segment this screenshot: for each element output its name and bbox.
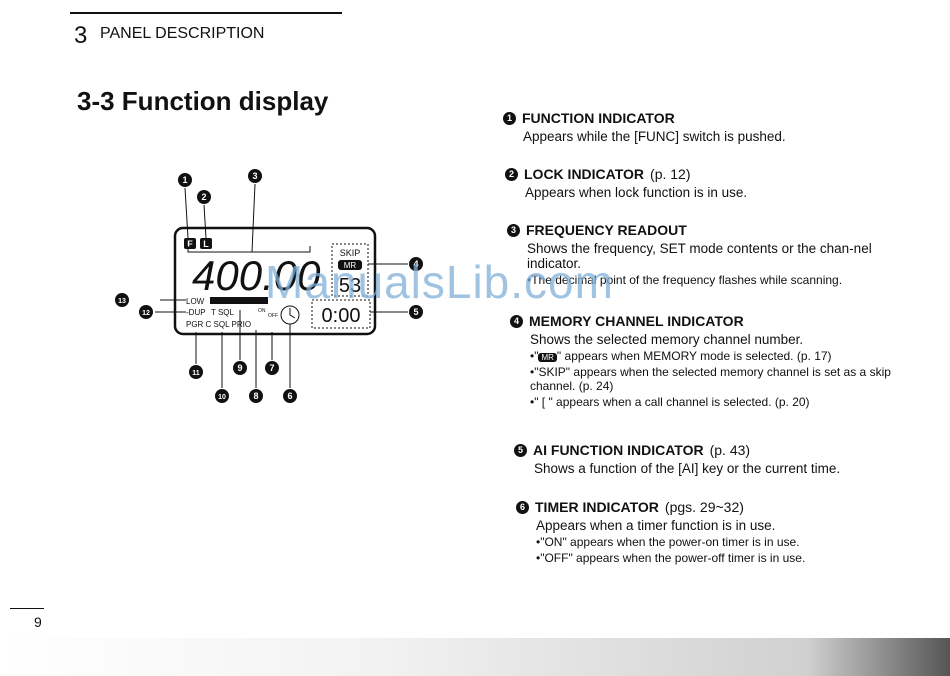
item-ai-function-indicator: 5 AI FUNCTION INDICATOR (p. 43) Shows a …: [514, 442, 840, 476]
callout-10: [215, 389, 229, 403]
item-frequency-readout: 3 FREQUENCY READOUT Shows the frequency,…: [507, 222, 907, 287]
lcd-frame: [173, 226, 377, 336]
item-title: MEMORY CHANNEL INDICATOR: [529, 313, 744, 329]
mr-label: MR: [344, 261, 357, 270]
scan-edge: [0, 638, 950, 676]
svg-text:13: 13: [118, 298, 126, 305]
svg-text:3: 3: [252, 171, 257, 181]
callout-1: [178, 173, 192, 187]
callout-badge: 6: [516, 500, 529, 514]
mr-icon: MR: [538, 353, 557, 362]
tsql-label: T SQL: [211, 308, 235, 317]
svg-text:2: 2: [201, 192, 206, 202]
s-meter-bar: [210, 297, 268, 304]
item-title: AI FUNCTION INDICATOR: [533, 442, 704, 458]
callout-badge: 5: [514, 443, 527, 457]
function-icon-label: F: [187, 239, 193, 249]
callout-6: [283, 389, 297, 403]
chapter-title: PANEL DESCRIPTION: [100, 25, 265, 42]
item-desc: Shows the frequency, SET mode contents o…: [527, 241, 872, 271]
chapter-number: 3: [74, 22, 88, 49]
bullet: "MR" appears when MEMORY mode is selecte…: [530, 349, 910, 363]
item-ref: (p. 43): [709, 442, 751, 458]
item-lock-indicator: 2 LOCK INDICATOR (p. 12) Appears when lo…: [505, 166, 747, 200]
item-desc: Shows a function of the [AI] key or the …: [534, 461, 841, 476]
bullet: "ON" appears when the power-on timer is …: [536, 535, 805, 549]
item-title: TIMER INDICATOR: [535, 499, 659, 515]
item-title: FUNCTION INDICATOR: [522, 110, 675, 126]
dup-label: -DUP: [186, 308, 206, 317]
frequency-readout: 400.00: [192, 252, 321, 299]
svg-text:12: 12: [142, 310, 150, 317]
item-memory-channel-indicator: 4 MEMORY CHANNEL INDICATOR Shows the sel…: [510, 313, 910, 409]
skip-label: SKIP: [340, 248, 361, 258]
callout-13: [115, 293, 129, 307]
item-desc: Shows the selected memory channel number…: [530, 332, 804, 347]
bullet: The decimal point of the frequency flash…: [527, 273, 907, 287]
bullet: "SKIP" appears when the selected memory …: [530, 365, 910, 393]
callout-4: [409, 257, 423, 271]
callout-badge: 4: [510, 314, 523, 328]
timer-off-label: OFF: [268, 313, 278, 319]
svg-text:1: 1: [182, 175, 187, 185]
svg-text:4: 4: [413, 259, 418, 269]
svg-text:6: 6: [287, 391, 292, 401]
callout-9: [233, 361, 247, 375]
callout-12: [139, 305, 153, 319]
callout-8: [249, 389, 263, 403]
pgr-csql-prio-label: PGR C SQL PRIO: [186, 320, 251, 329]
item-ref: (pgs. 29~32): [664, 499, 744, 515]
watermark: ManualsLib.com: [265, 256, 614, 308]
callout-3: [248, 169, 262, 183]
memory-channel-number: 53: [339, 275, 361, 297]
item-desc: Appears when lock function is in use.: [525, 185, 748, 200]
clock-readout: 0:00: [322, 305, 361, 327]
svg-text:8: 8: [253, 391, 258, 401]
bullet: " [ " appears when a call channel is sel…: [530, 395, 910, 409]
header-rule: [70, 12, 342, 14]
item-ref: (p. 12): [650, 166, 691, 182]
callout-7: [265, 361, 279, 375]
lock-icon-label: L: [203, 239, 209, 249]
callout-badge: 2: [505, 167, 518, 181]
item-title: LOCK INDICATOR: [524, 166, 645, 182]
svg-text:7: 7: [269, 363, 274, 373]
function-display-diagram: F L 400.00 SKIP MR 53 0:00 LOW -DUP T SQ…: [115, 169, 423, 403]
svg-text:5: 5: [413, 307, 418, 317]
svg-text:10: 10: [218, 394, 226, 401]
timer-on-label: ON: [258, 308, 266, 314]
item-function-indicator: 1 FUNCTION INDICATOR Appears while the […: [503, 110, 786, 144]
item-desc: Appears while the [FUNC] switch is pushe…: [523, 129, 786, 144]
bullet: "OFF" appears when the power-off timer i…: [536, 551, 805, 565]
callout-badge: 1: [503, 111, 516, 125]
item-desc: Appears when a timer function is in use.: [536, 518, 776, 533]
low-label: LOW: [186, 297, 205, 306]
callout-2: [197, 190, 211, 204]
callout-badge: 3: [507, 223, 520, 237]
svg-text:11: 11: [192, 370, 200, 377]
callout-11: [189, 365, 203, 379]
section-title: 3-3 Function display: [77, 86, 329, 116]
svg-text:9: 9: [237, 363, 242, 373]
lock-icon: [200, 238, 212, 249]
item-title: FREQUENCY READOUT: [526, 222, 687, 238]
item-timer-indicator: 6 TIMER INDICATOR (pgs. 29~32) Appears w…: [516, 499, 805, 565]
clock-box: [311, 299, 371, 329]
callout-5: [409, 305, 423, 319]
page-number: 9: [34, 614, 42, 630]
memory-channel-box: [331, 243, 369, 297]
page-number-rule: [10, 608, 44, 609]
function-icon: [184, 238, 196, 249]
